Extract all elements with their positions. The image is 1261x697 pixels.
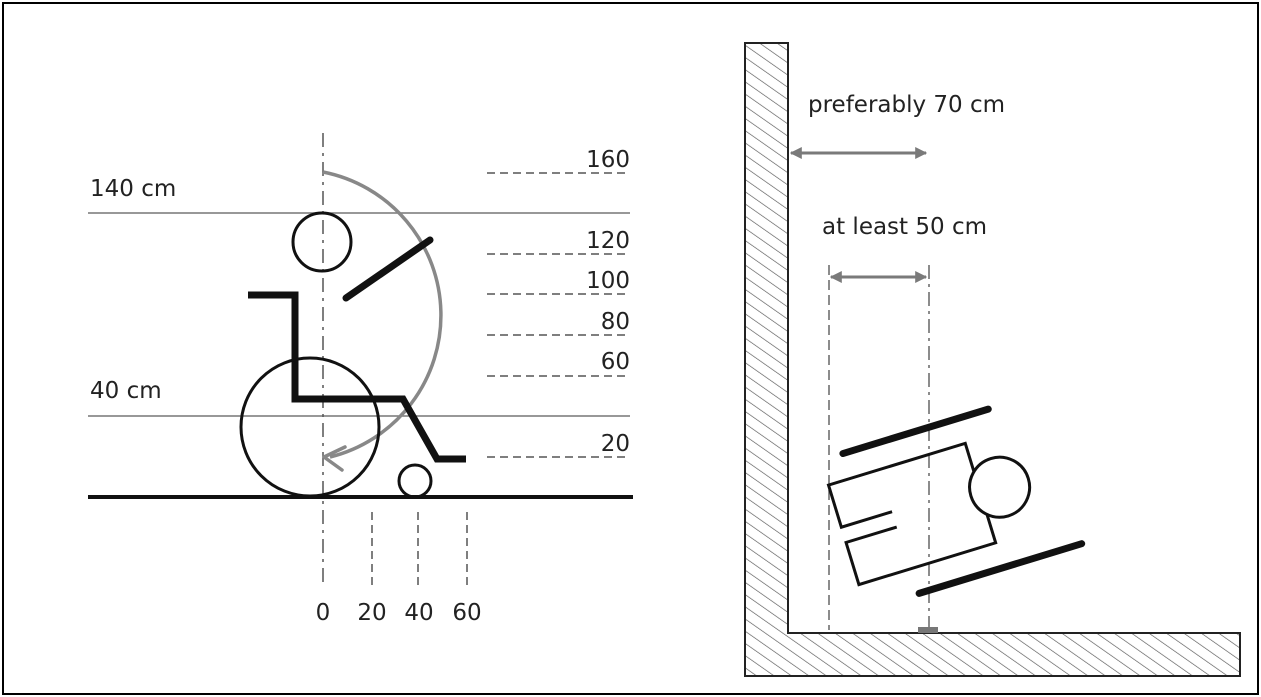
scale-label-160: 160 xyxy=(586,147,630,173)
wheelchair-frame xyxy=(248,291,466,463)
label-preferably: preferably 70 cm xyxy=(808,92,1005,118)
floor-marker xyxy=(918,627,938,633)
label-at-least: at least 50 cm xyxy=(822,214,987,240)
horizontal-scale xyxy=(371,512,468,585)
reaching-arm xyxy=(342,236,434,302)
scale-label-60: 60 xyxy=(601,349,630,375)
scale-label-80: 80 xyxy=(601,309,630,335)
scale-label-20: 20 xyxy=(601,431,630,457)
hscale-label-20: 20 xyxy=(357,600,386,626)
height-label-140: 140 cm xyxy=(90,176,176,202)
chair-seat-outline xyxy=(826,441,998,587)
height-label-40: 40 cm xyxy=(90,378,162,404)
reach-arc-arrowhead xyxy=(322,445,347,472)
head xyxy=(291,211,353,273)
vertical-scale xyxy=(487,172,630,458)
left-wheel xyxy=(839,405,992,458)
right-wheel xyxy=(915,540,1086,597)
big-wheel xyxy=(239,356,381,498)
head-top-view xyxy=(968,455,1032,519)
hscale-label-40: 40 xyxy=(404,600,433,626)
left-figure: 140 cm 40 cm 160 120 100 80 60 20 xyxy=(88,133,633,626)
scale-label-100: 100 xyxy=(586,268,630,294)
reach-arc xyxy=(322,170,443,459)
hscale-label-60: 60 xyxy=(452,600,481,626)
hscale-label-0: 0 xyxy=(316,600,331,626)
small-wheel xyxy=(397,463,433,499)
wall xyxy=(744,42,1241,677)
right-figure: preferably 70 cm at least 50 cm xyxy=(744,42,1241,677)
scale-label-120: 120 xyxy=(586,228,630,254)
wheelchair-top-view xyxy=(826,405,1086,597)
